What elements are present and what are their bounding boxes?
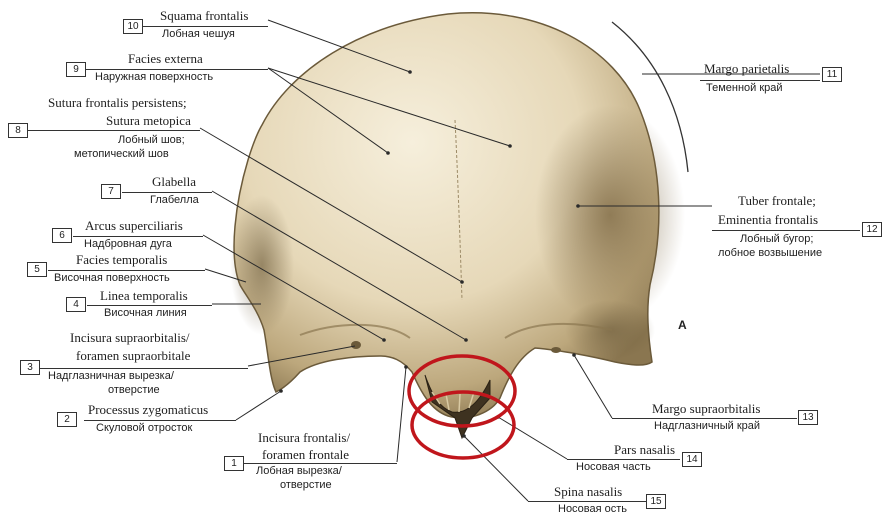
label-russian-eminentia-frontalis: лобное возвышение xyxy=(718,246,822,261)
label-russian-squama-frontalis: Лобная чешуя xyxy=(162,27,235,42)
label-number-5: 5 xyxy=(27,262,47,277)
label-latin-sutura-metopica: Sutura metopica xyxy=(106,113,191,128)
label-number-7: 7 xyxy=(101,184,121,199)
label-russian-facies-temporalis: Височная поверхность xyxy=(54,271,170,286)
label-russian-margo-supraorbitalis: Надглазничный край xyxy=(654,419,760,434)
label-russian-otverstie-3: отверстие xyxy=(108,383,160,398)
label-latin-arcus-superciliaris: Arcus superciliaris xyxy=(85,218,183,233)
label-latin-processus-zygomaticus: Processus zygomaticus xyxy=(88,402,208,417)
label-number-8: 8 xyxy=(8,123,28,138)
label-number-13: 13 xyxy=(798,410,818,425)
label-russian-spina-nasalis: Носовая ость xyxy=(558,502,627,517)
label-russian-otverstie-1: отверстие xyxy=(280,478,332,493)
label-latin-facies-externa: Facies externa xyxy=(128,51,203,66)
figure-marker: A xyxy=(678,318,687,332)
label-russian-glabella: Глабелла xyxy=(150,193,199,208)
label-latin-glabella: Glabella xyxy=(152,174,196,189)
label-latin-margo-parietalis: Margo parietalis xyxy=(704,61,789,76)
label-number-11: 11 xyxy=(822,67,842,82)
label-number-12: 12 xyxy=(862,222,882,237)
label-latin-facies-temporalis: Facies temporalis xyxy=(76,252,167,267)
label-number-1: 1 xyxy=(224,456,244,471)
label-russian-incisura-frontalis: Лобная вырезка/ xyxy=(256,464,342,479)
label-number-4: 4 xyxy=(66,297,86,312)
label-number-2: 2 xyxy=(57,412,77,427)
label-latin-incisura-frontalis: Incisura frontalis/ xyxy=(258,430,350,445)
label-russian-sutura-metopica: метопический шов xyxy=(74,147,169,162)
label-number-6: 6 xyxy=(52,228,72,243)
label-latin-linea-temporalis: Linea temporalis xyxy=(100,288,188,303)
label-latin-foramen-supraorbitale: foramen supraorbitale xyxy=(76,348,190,363)
label-latin-eminentia-frontalis: Eminentia frontalis xyxy=(718,212,818,227)
label-latin-squama-frontalis: Squama frontalis xyxy=(160,8,248,23)
label-number-15: 15 xyxy=(646,494,666,509)
label-latin-incisura-supraorbitalis: Incisura supraorbitalis/ xyxy=(70,330,190,345)
label-russian-tuber-frontale: Лобный бугор; xyxy=(740,232,813,247)
label-russian-sutura-frontalis: Лобный шов; xyxy=(118,133,185,148)
label-latin-foramen-frontale: foramen frontale xyxy=(262,447,349,462)
label-latin-sutura-frontalis: Sutura frontalis persistens; xyxy=(48,95,187,110)
label-number-9: 9 xyxy=(66,62,86,77)
label-number-10: 10 xyxy=(123,19,143,34)
label-russian-margo-parietalis: Теменной край xyxy=(706,81,783,96)
label-latin-pars-nasalis: Pars nasalis xyxy=(614,442,675,457)
label-number-14: 14 xyxy=(682,452,702,467)
label-russian-incisura-supraorbitalis: Надглазничная вырезка/ xyxy=(48,369,174,384)
label-russian-facies-externa: Наружная поверхность xyxy=(95,70,213,85)
label-russian-arcus-superciliaris: Надбровная дуга xyxy=(84,237,172,252)
label-latin-spina-nasalis: Spina nasalis xyxy=(554,484,622,499)
label-number-3: 3 xyxy=(20,360,40,375)
label-latin-margo-supraorbitalis: Margo supraorbitalis xyxy=(652,401,760,416)
label-latin-tuber-frontale: Tuber frontale; xyxy=(738,193,816,208)
label-russian-processus-zygomaticus: Скуловой отросток xyxy=(96,421,192,436)
label-russian-linea-temporalis: Височная линия xyxy=(104,306,187,321)
label-russian-pars-nasalis: Носовая часть xyxy=(576,460,651,475)
